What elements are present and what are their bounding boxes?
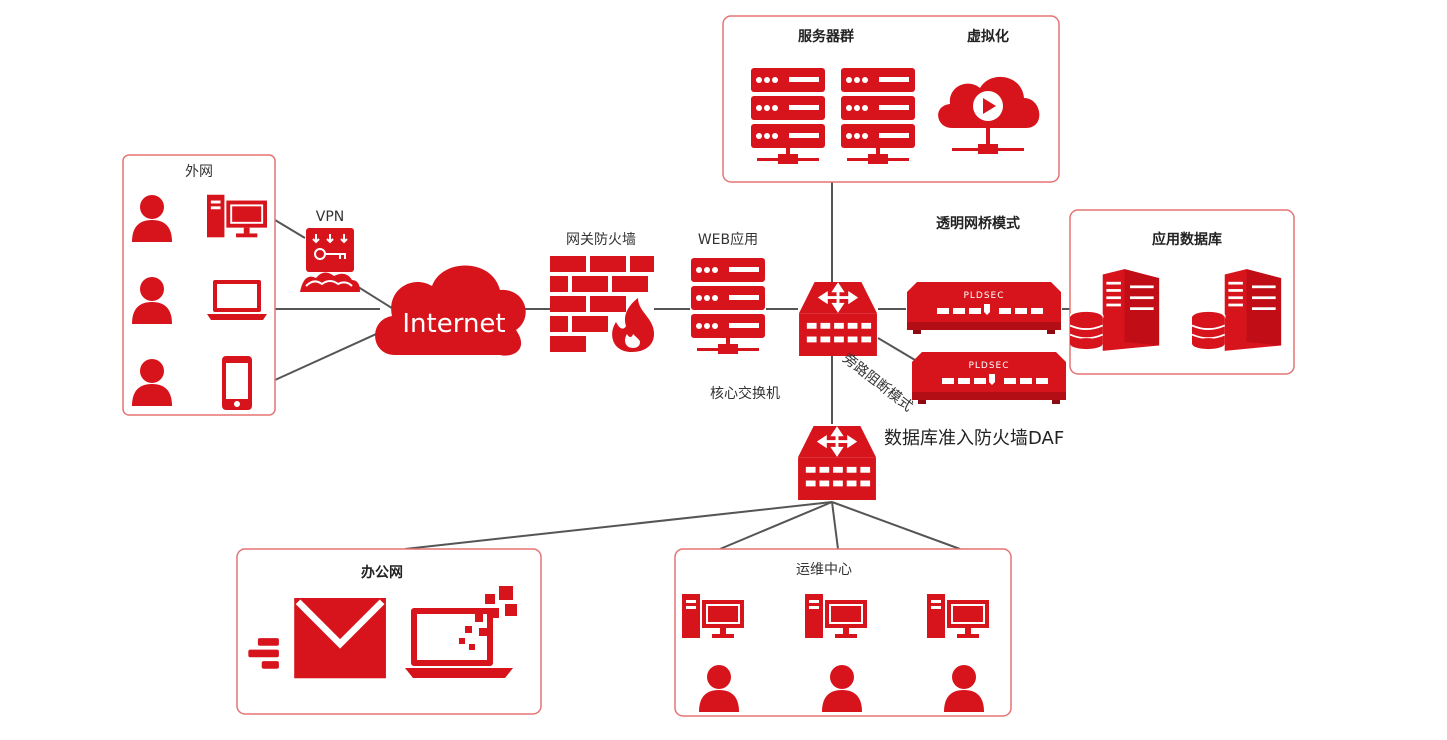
server-rack-icon — [691, 258, 765, 354]
laptop-icon — [207, 280, 267, 320]
network-switch-icon — [798, 282, 878, 356]
transparent-bridge-label: 透明网桥模式 — [936, 215, 1020, 232]
link-external-vpn — [274, 219, 306, 239]
group-label-external: 外网 — [185, 164, 213, 180]
group-app-database: 应用数据库 — [1069, 209, 1295, 375]
firewall-brick-icon — [550, 256, 654, 352]
node-gateway-firewall: 网关防火墙 — [550, 232, 654, 352]
network-switch-icon — [797, 426, 877, 500]
vpn-label: VPN — [316, 209, 345, 225]
bypass-block-label: 旁路阻断模式 — [839, 350, 916, 415]
link-daf-office — [404, 501, 833, 550]
link-core-bypass — [877, 337, 916, 361]
smartphone-icon — [222, 356, 252, 410]
group-label-server-farm: 服务器群 — [798, 28, 854, 45]
group-server-farm: 服务器群 虚拟化 — [722, 15, 1060, 183]
security-appliance-icon — [907, 282, 1061, 334]
group-label-office: 办公网 — [361, 564, 403, 581]
group-external-network: 外网 — [122, 154, 276, 416]
db-firewall-label: 数据库准入防火墙DAF — [884, 428, 1064, 449]
web-app-label: WEB应用 — [698, 231, 758, 248]
core-switch-label: 核心交换机 — [710, 385, 780, 402]
group-label-ops-center: 运维中心 — [796, 562, 852, 578]
connection-lines — [274, 182, 1070, 550]
cloud-icon — [375, 265, 526, 356]
link-daf-ops-2 — [831, 501, 839, 550]
link-vpn-internet — [354, 284, 396, 311]
link-external-internet-2 — [274, 329, 386, 381]
group-label-app-database: 应用数据库 — [1152, 231, 1222, 248]
security-appliance-icon — [912, 352, 1066, 404]
node-vpn: VPN — [300, 209, 360, 292]
link-daf-ops-1 — [719, 501, 833, 550]
link-daf-ops-3 — [831, 501, 961, 550]
internet-label: Internet — [402, 309, 505, 339]
group-ops-center: 运维中心 — [674, 548, 1012, 717]
node-transparent-bridge: 透明网桥模式 PLDSEC — [907, 215, 1061, 334]
node-internet: Internet — [375, 265, 526, 356]
device-brand-label: PLDSEC — [963, 291, 1004, 301]
group-label-virtualization: 虚拟化 — [967, 28, 1009, 45]
group-office-network: 办公网 — [236, 548, 542, 715]
node-web-app: WEB应用 — [691, 231, 765, 354]
vpn-key-icon — [300, 228, 360, 292]
node-core-switch: 核心交换机 — [710, 282, 878, 402]
node-bypass-block: PLDSEC 旁路阻断模式 — [839, 350, 1066, 415]
node-db-firewall: 数据库准入防火墙DAF — [797, 426, 1064, 500]
gateway-firewall-label: 网关防火墙 — [566, 232, 636, 248]
device-brand-label: PLDSEC — [968, 361, 1009, 371]
